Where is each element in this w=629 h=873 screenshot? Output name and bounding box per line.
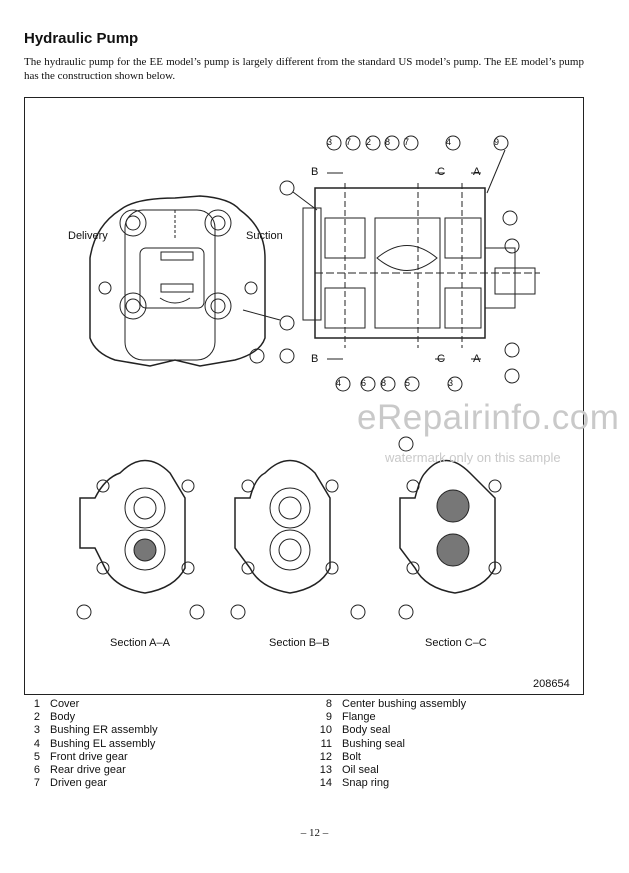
side-section-view: [249, 135, 540, 392]
part-name: Driven gear: [50, 777, 107, 790]
callout-top-6: 4: [446, 137, 452, 147]
part-number: 1: [33, 698, 40, 710]
section-cc-drawing: [398, 436, 502, 620]
page-title: Hydraulic Pump: [24, 30, 139, 47]
part-row: 14 Snap ring: [312, 777, 466, 790]
callout-top-4: 8: [385, 137, 391, 147]
callout-bottom-2: 6: [361, 378, 367, 388]
part-row: 1 Cover: [24, 698, 158, 711]
part-number: 8: [325, 698, 332, 710]
part-name: Front drive gear: [50, 750, 128, 763]
cut-marker-c-bottom: C: [437, 353, 445, 365]
section-cc-caption: Section C–C: [425, 637, 487, 649]
pump-drawing: [76, 135, 540, 620]
cut-marker-c-top: C: [437, 166, 445, 178]
callout-bottom-5: 3: [448, 378, 454, 388]
callout-top-7: 9: [494, 137, 500, 147]
callout-bottom-3: 8: [381, 378, 387, 388]
part-name: Cover: [50, 698, 80, 710]
part-row: 11 Bushing seal: [312, 738, 466, 751]
part-row: 13 Oil seal: [312, 764, 466, 777]
part-name: Oil seal: [342, 764, 379, 777]
watermark-note: watermark only on this sample: [385, 450, 561, 465]
callout-top-3: 2: [366, 137, 372, 147]
parts-list-right: 8 Center bushing assembly 9 Flange 10 Body …: [312, 698, 466, 790]
cut-marker-b-top: B: [311, 166, 319, 178]
cut-marker-a-top: A: [473, 166, 481, 178]
part-row: 7 Driven gear: [24, 777, 158, 790]
part-row: 9 Flange: [312, 711, 466, 724]
part-number: 9: [325, 711, 332, 724]
section-aa-caption: Section A–A: [110, 637, 170, 649]
front-view: [89, 195, 281, 367]
watermark-brand: eRepairinfo.com: [357, 398, 620, 437]
intro-paragraph: The hydraulic pump for the EE model’s pu…: [24, 56, 584, 82]
suction-label: Suction: [246, 230, 283, 242]
part-row: 2 Body: [24, 711, 158, 724]
section-bb-caption: Section B–B: [269, 637, 330, 649]
part-row: 8 Center bushing assembly: [312, 698, 466, 711]
part-name: Bushing EL assembly: [50, 737, 156, 750]
part-name: Body: [50, 711, 76, 724]
part-name: Flange: [342, 711, 376, 724]
callout-top-2: 7: [346, 137, 352, 147]
part-number: 7: [33, 777, 40, 790]
part-number: 5: [33, 750, 40, 763]
part-row: 12 Bolt: [312, 751, 466, 764]
part-number: 11: [320, 737, 332, 750]
page-number: – 12 –: [300, 827, 329, 839]
part-name: Bolt: [342, 750, 361, 763]
figure-number: 208654: [533, 678, 570, 690]
callout-bottom-4: 5: [405, 378, 411, 388]
part-row: 6 Rear drive gear: [24, 764, 158, 777]
part-name: Center bushing assembly: [342, 698, 467, 710]
part-name: Bushing ER assembly: [50, 724, 158, 737]
delivery-label: Delivery: [68, 230, 108, 242]
part-number: 4: [33, 737, 40, 750]
cut-marker-b-bottom: B: [311, 353, 319, 365]
part-name: Bushing seal: [342, 737, 405, 750]
part-number: 10: [319, 724, 332, 737]
part-row: 5 Front drive gear: [24, 751, 158, 764]
part-number: 13: [319, 764, 332, 777]
pump-figure: Delivery Suction B B C C A A 3 7 2 8 7 4…: [24, 97, 584, 695]
part-row: 4 Bushing EL assembly: [24, 738, 158, 751]
callout-top-5: 7: [404, 137, 410, 147]
part-row: 10 Body seal: [312, 724, 466, 737]
part-number: 2: [33, 711, 40, 724]
part-row: 3 Bushing ER assembly: [24, 724, 158, 737]
part-number: 6: [33, 764, 40, 777]
part-number: 14: [319, 777, 332, 790]
section-bb-drawing: [230, 459, 366, 620]
part-number: 12: [319, 750, 332, 763]
section-aa-drawing: [76, 459, 205, 620]
cut-marker-a-bottom: A: [473, 353, 481, 365]
part-name: Snap ring: [342, 777, 390, 790]
callout-bottom-1: 4: [336, 378, 342, 388]
part-name: Body seal: [342, 724, 391, 737]
part-name: Rear drive gear: [50, 764, 126, 777]
parts-list-left: 1 Cover 2 Body 3 Bushing ER assembly 4 Bushi…: [24, 698, 158, 790]
part-number: 3: [33, 724, 40, 737]
callout-top-1: 3: [327, 137, 333, 147]
